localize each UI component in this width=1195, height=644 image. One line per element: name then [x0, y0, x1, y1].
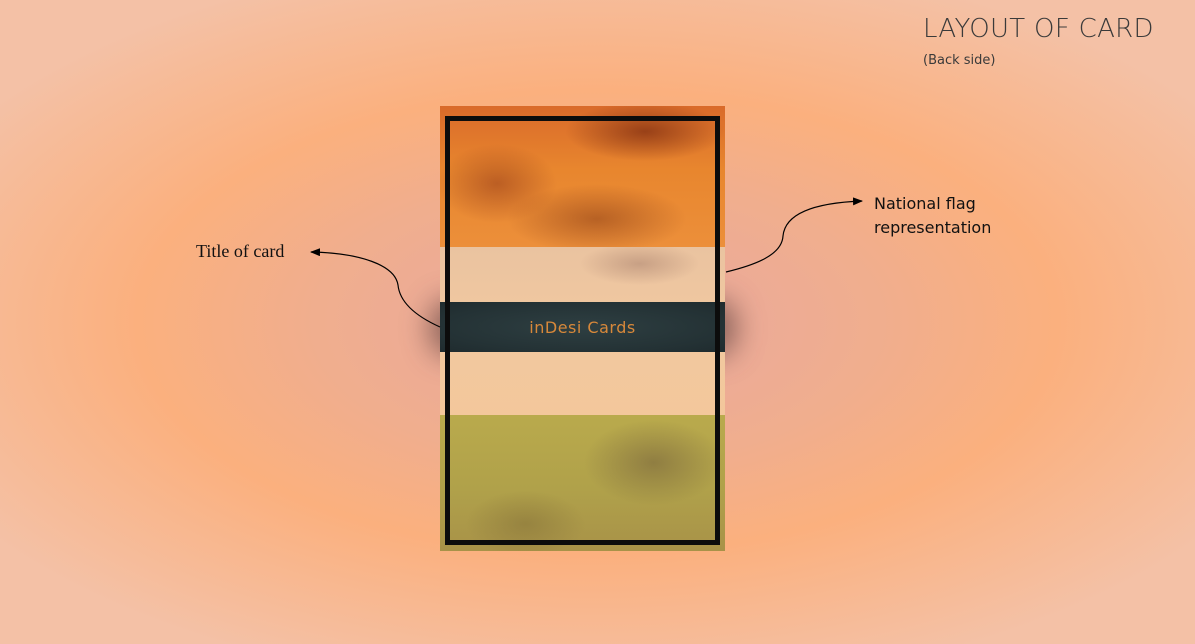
card-title: inDesi Cards	[529, 317, 636, 337]
flag-band-saffron	[440, 106, 725, 247]
slide-title: LAYOUT OF CARD	[923, 14, 1154, 44]
flag-band-green	[440, 415, 725, 551]
national-flag-label: National flag representation	[874, 192, 991, 240]
slide-subtitle: (Back side)	[923, 53, 996, 68]
title-arrow	[310, 248, 441, 328]
card-title-strip: inDesi Cards	[440, 302, 725, 352]
flag-arrow	[725, 197, 863, 273]
title-of-card-label: Title of card	[196, 241, 285, 261]
national-flag-label-line1: National flag	[874, 194, 976, 213]
national-flag-label-line2: representation	[874, 218, 992, 237]
